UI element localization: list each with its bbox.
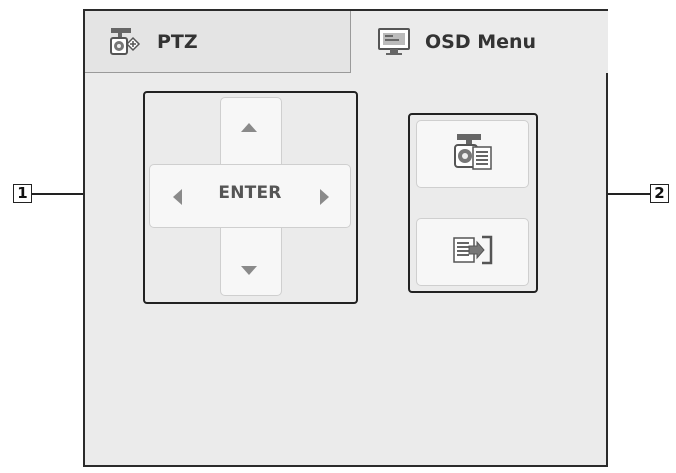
callout-1: 1 xyxy=(13,184,32,203)
exit-button[interactable] xyxy=(416,218,529,286)
tab-ptz-label: PTZ xyxy=(157,30,198,53)
tab-ptz[interactable]: PTZ xyxy=(85,11,351,73)
exit-icon xyxy=(451,233,495,271)
arrow-down-icon[interactable] xyxy=(241,266,257,275)
arrow-up-icon[interactable] xyxy=(241,123,257,132)
arrow-right-icon[interactable] xyxy=(320,189,329,205)
enter-button[interactable]: ENTER xyxy=(218,183,282,203)
camera-menu-button[interactable] xyxy=(416,120,529,188)
ptz-camera-icon xyxy=(109,27,143,57)
osd-monitor-icon xyxy=(377,27,411,57)
osd-button-group xyxy=(408,113,538,293)
tab-osd-menu-label: OSD Menu xyxy=(425,31,537,53)
callout-2: 2 xyxy=(650,184,669,203)
control-panel: PTZ OSD Menu ENTER xyxy=(83,9,608,467)
camera-menu-icon xyxy=(451,133,495,175)
arrow-left-icon[interactable] xyxy=(173,189,182,205)
direction-pad: ENTER xyxy=(143,91,358,304)
dpad-center xyxy=(221,165,281,227)
tab-osd-menu[interactable]: OSD Menu xyxy=(351,11,608,73)
